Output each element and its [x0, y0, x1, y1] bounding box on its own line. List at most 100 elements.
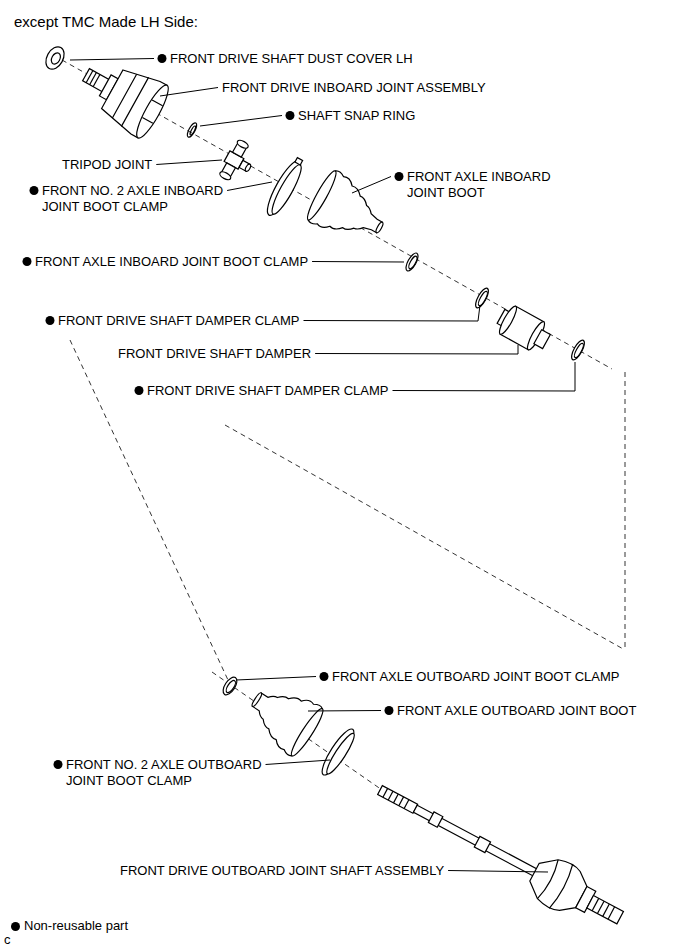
non-reusable-mark: [23, 257, 32, 266]
part-outline: [383, 788, 388, 797]
damper-clamp: [473, 286, 491, 309]
part-label: FRONT AXLE OUTBOARD JOINT BOOT CLAMP: [332, 669, 620, 685]
part-outline: [573, 342, 585, 358]
part-outline: [185, 122, 198, 139]
leader-line: [70, 59, 154, 61]
outboard-shaft: [368, 768, 632, 940]
part-drawings: [42, 44, 632, 940]
boot-clamp: [262, 155, 308, 219]
part-outline: [308, 170, 394, 253]
leader-line: [200, 116, 282, 127]
part-outline: [268, 162, 306, 217]
part-outline: [587, 896, 624, 924]
part-outline: [295, 158, 303, 165]
non-reusable-mark: [54, 760, 63, 769]
leader-line: [266, 760, 330, 765]
part-outline: [142, 100, 162, 123]
leader-line: [308, 710, 381, 712]
leader-line: [312, 261, 404, 263]
leader-line: [304, 305, 481, 321]
part-outline: [625, 372, 626, 650]
leader-line: [315, 345, 518, 354]
part-outline: [404, 251, 421, 272]
non-reusable-mark: [158, 54, 167, 63]
part-outline: [375, 221, 384, 233]
part-outline: [189, 125, 196, 135]
legend-text: Non-reusable part: [24, 918, 128, 934]
non-reusable-mark: [320, 672, 329, 681]
part-label: SHAFT SNAP RING: [298, 108, 415, 124]
non-reusable-mark: [135, 386, 144, 395]
part-label: FRONT AXLE OUTBOARD JOINT BOOT: [397, 703, 636, 719]
part-label: FRONT NO. 2 AXLE INBOARD JOINT BOOT CLAM…: [42, 183, 254, 215]
legend-row: Non-reusable part: [11, 918, 128, 934]
part-outline: [93, 74, 100, 86]
non-reusable-mark: [286, 111, 295, 120]
non-reusable-mark: [395, 172, 404, 181]
part-outline: [497, 304, 520, 336]
part-outline: [111, 72, 149, 127]
part-label: FRONT AXLE INBOARD JOINT BOOT CLAMP: [35, 254, 308, 270]
damper-clamp: [569, 338, 587, 361]
part-outline: [569, 338, 587, 361]
non-reusable-mark: [46, 316, 55, 325]
part-outline: [212, 672, 385, 792]
part-outline: [323, 731, 358, 777]
part-outline: [603, 904, 610, 916]
part-outline: [244, 163, 251, 172]
part-label: FRONT DRIVE SHAFT DAMPER CLAMP: [58, 313, 300, 329]
part-outline: [288, 706, 327, 758]
leader-line: [393, 362, 576, 391]
part-outline: [225, 425, 625, 650]
part-outline: [536, 857, 575, 910]
part-label: FRONT DRIVE SHAFT DAMPER CLAMP: [147, 383, 389, 399]
part-label: FRONT DRIVE INBOARD JOINT ASSEMBLY: [222, 80, 486, 96]
part-label: FRONT DRIVE SHAFT DAMPER: [118, 346, 311, 362]
part-outline: [220, 675, 239, 697]
boot: [303, 167, 395, 254]
part-outline: [608, 907, 615, 919]
part-outline: [317, 726, 358, 779]
part-outline: [477, 290, 489, 306]
small-clamp: [220, 675, 239, 697]
part-label: FRONT NO. 2 AXLE OUTBOARD JOINT BOOT CLA…: [66, 757, 291, 789]
part-outline: [251, 692, 263, 708]
part-outline: [388, 791, 393, 800]
boot: [239, 674, 327, 760]
part-outline: [394, 794, 399, 803]
boot-clamp: [317, 726, 359, 779]
part-outline: [399, 797, 404, 806]
part-outline: [49, 51, 62, 65]
part-outline: [304, 169, 340, 223]
part-outline: [404, 800, 409, 809]
part-label: TRIPOD JOINT: [62, 157, 152, 173]
diagram-title: except TMC Made LH Side:: [14, 13, 198, 31]
damper: [493, 302, 554, 355]
part-outline: [428, 812, 442, 827]
leader-line: [160, 88, 218, 97]
part-outline: [474, 836, 490, 852]
dashed-axis: [62, 60, 625, 792]
part-label: FRONT DRIVE SHAFT DUST COVER LH: [170, 51, 413, 67]
part-label: c: [4, 932, 11, 948]
part-outline: [473, 286, 491, 309]
leader-line: [448, 871, 548, 873]
leader-line: [227, 182, 272, 191]
inboard-joint: [71, 48, 173, 141]
part-outline: [236, 139, 249, 150]
part-outline: [262, 157, 306, 219]
part-label: FRONT AXLE INBOARD JOINT BOOT: [407, 169, 572, 201]
non-reusable-mark: [30, 186, 39, 195]
leader-line: [352, 177, 391, 194]
part-label: FRONT DRIVE OUTBOARD JOINT SHAFT ASSEMBL…: [120, 863, 444, 879]
part-outline: [42, 44, 68, 73]
dust-cover: [42, 44, 68, 73]
leader-line: [156, 160, 222, 165]
non-reusable-mark: [385, 706, 394, 715]
part-outline: [534, 330, 551, 349]
part-outline: [407, 255, 418, 270]
part-outline: [592, 898, 599, 910]
part-outline: [597, 901, 604, 913]
